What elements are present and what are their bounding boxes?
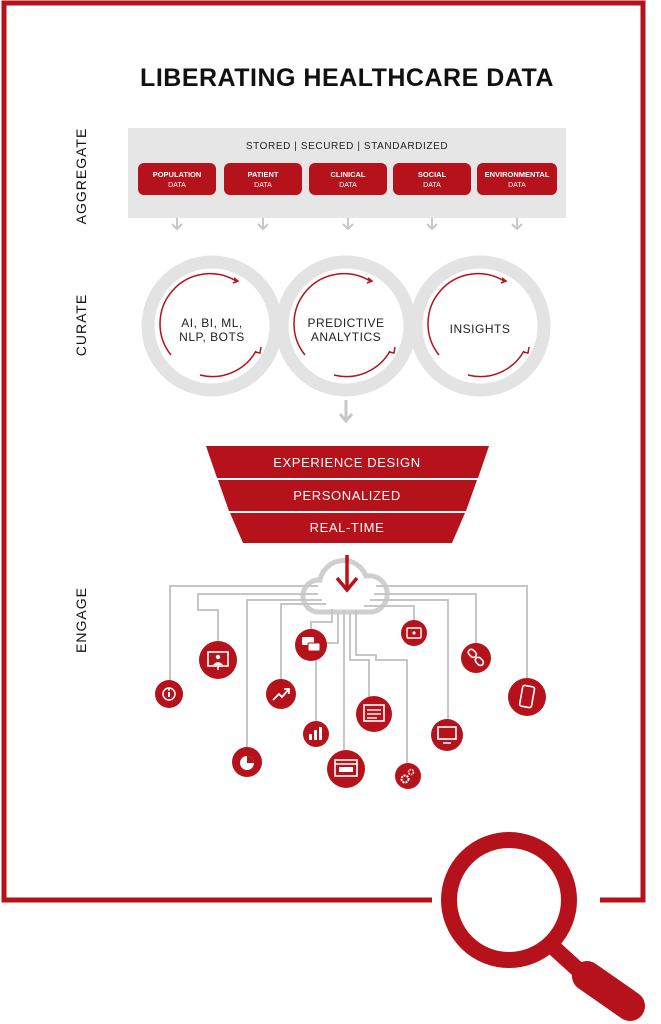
svg-text:DATA: DATA xyxy=(339,182,357,189)
svg-text:DATA: DATA xyxy=(168,182,186,189)
aggregate-header: STORED | SECURED | STANDARDIZED xyxy=(246,141,448,152)
svg-text:CLINICAL: CLINICAL xyxy=(331,170,366,179)
side-label-engage: ENGAGE xyxy=(73,587,89,653)
pie-chart-icon xyxy=(232,747,262,777)
svg-text:DATA: DATA xyxy=(508,182,526,189)
link-chain-icon xyxy=(461,643,491,673)
curate-circle-3-label: INSIGHTS xyxy=(450,322,511,336)
bar-chart-icon xyxy=(303,721,329,747)
svg-text:DATA: DATA xyxy=(254,182,272,189)
smartphone-icon xyxy=(508,678,546,716)
curate-circle-1-line2: NLP, BOTS xyxy=(179,330,245,344)
data-source-pill-population: POPULATION DATA xyxy=(138,163,216,195)
presentation-screen-icon xyxy=(199,641,237,679)
curate-circle-1-line1: AI, BI, ML, xyxy=(181,316,243,330)
data-source-pill-patient: PATIENT DATA xyxy=(224,163,302,195)
band-down-arrows xyxy=(171,218,523,231)
side-label-aggregate: AGGREGATE xyxy=(73,128,89,225)
curate-circle-2-line1: PREDICTIVE xyxy=(307,316,384,330)
browser-window-icon xyxy=(327,750,365,788)
page-title: LIBERATING HEALTHCARE DATA xyxy=(140,64,554,92)
funnel-layer-experience-design: EXPERIENCE DESIGN xyxy=(273,455,420,470)
svg-text:ENVIRONMENTAL: ENVIRONMENTAL xyxy=(485,170,550,179)
newsletter-icon xyxy=(356,696,392,732)
cloud-connector-network xyxy=(169,558,528,768)
wallet-icon xyxy=(401,620,427,646)
funnel-layer-personalized: PERSONALIZED xyxy=(293,488,401,503)
chat-bubbles-icon xyxy=(295,629,327,661)
cloud-down-arrow xyxy=(335,555,359,593)
side-label-curate: CURATE xyxy=(73,294,89,357)
funnel-layer-real-time: REAL-TIME xyxy=(310,520,385,535)
curate-circles: AI, BI, ML, NLP, BOTS PREDICTIVE ANALYTI… xyxy=(141,255,551,397)
trend-arrow-icon xyxy=(266,679,296,709)
info-person-icon xyxy=(155,680,183,708)
funnel: EXPERIENCE DESIGN PERSONALIZED REAL-TIME xyxy=(206,446,489,543)
svg-text:DATA: DATA xyxy=(423,182,441,189)
magnifier-icon xyxy=(441,832,645,1021)
monitor-icon xyxy=(431,719,463,751)
svg-text:POPULATION: POPULATION xyxy=(153,170,202,179)
svg-text:SOCIAL: SOCIAL xyxy=(418,170,447,179)
data-source-pill-clinical: CLINICAL DATA xyxy=(309,163,387,195)
data-source-pill-social: SOCIAL DATA xyxy=(393,163,471,195)
curate-down-arrow xyxy=(338,400,354,424)
svg-text:PATIENT: PATIENT xyxy=(248,170,279,179)
curate-circle-2-line2: ANALYTICS xyxy=(311,330,381,344)
data-source-pill-environmental: ENVIRONMENTAL DATA xyxy=(477,163,557,195)
gears-icon xyxy=(395,763,421,789)
frame-border xyxy=(1,0,646,903)
